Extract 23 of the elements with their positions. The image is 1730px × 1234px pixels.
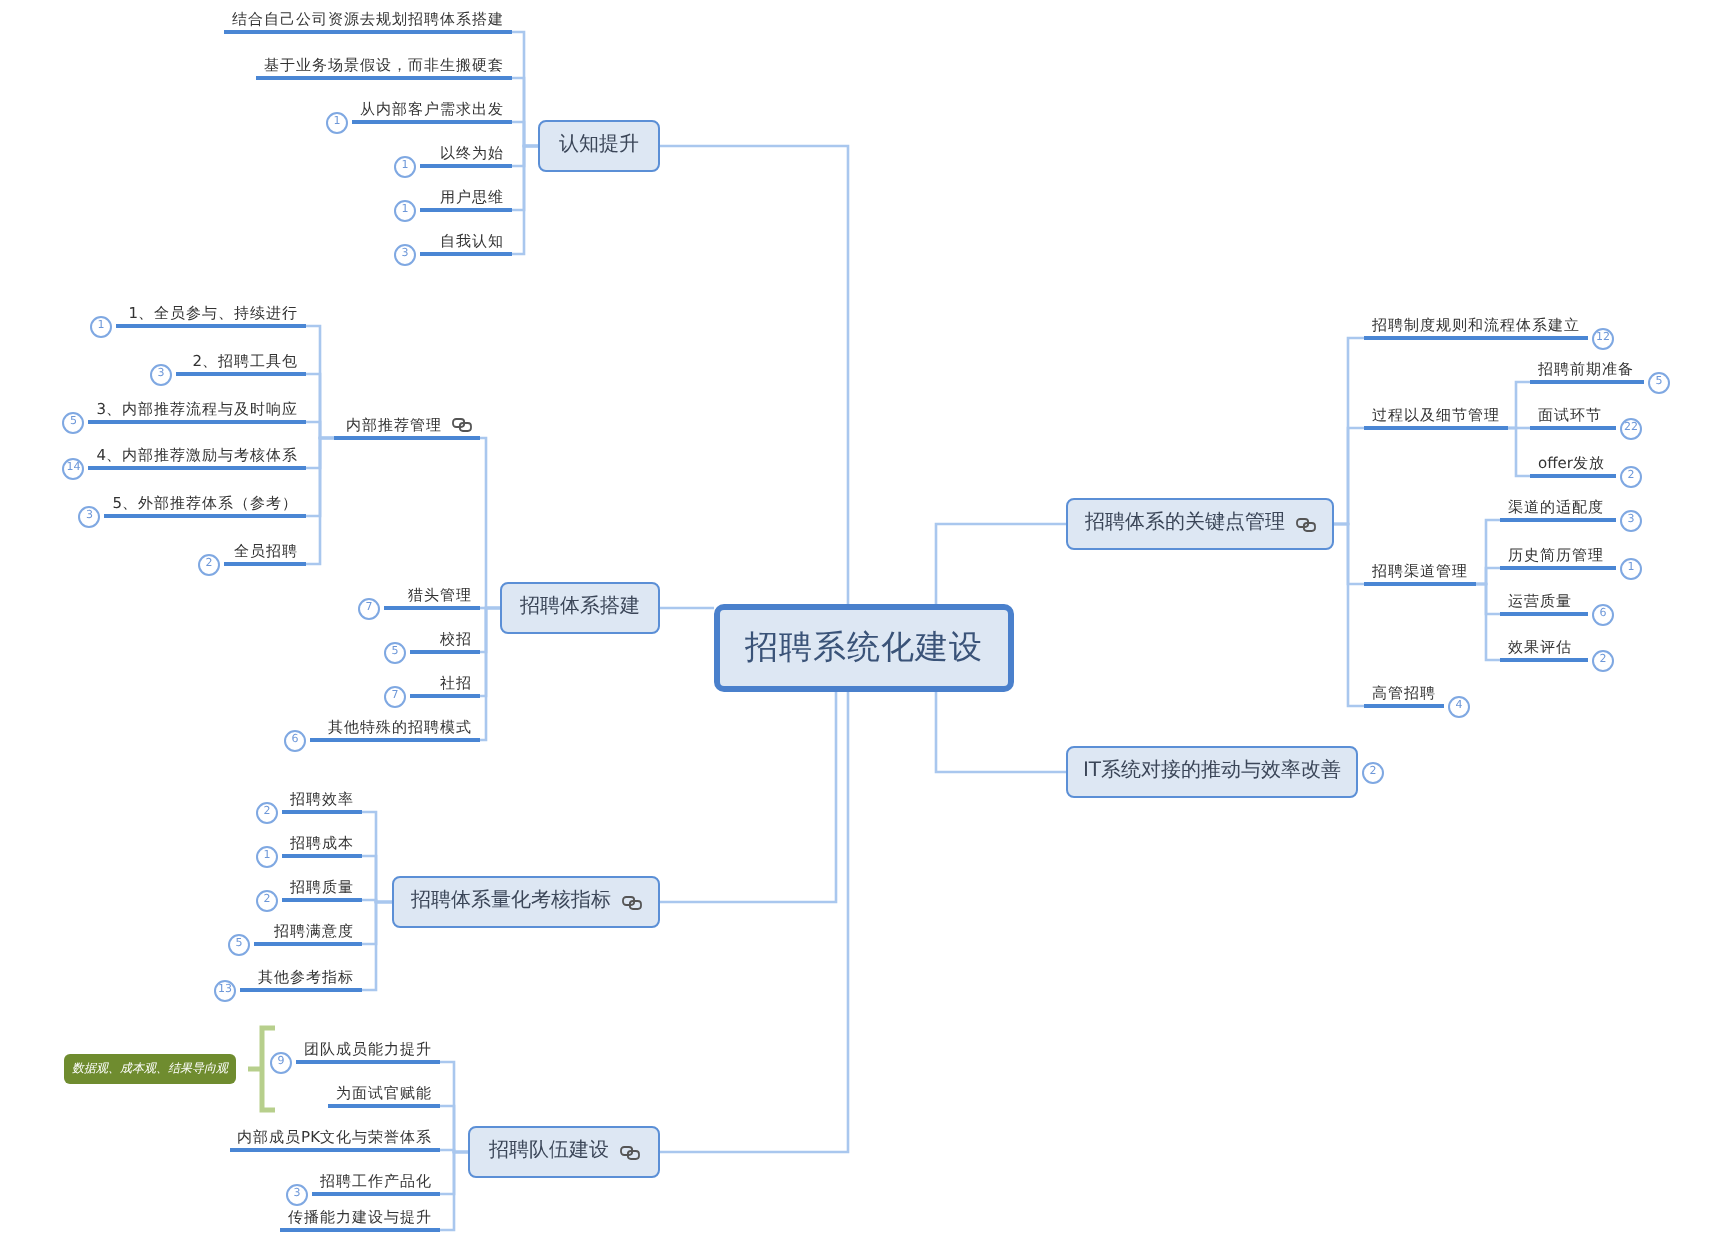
topic-box: 认知提升 (538, 120, 660, 172)
topic-box (1066, 498, 1334, 550)
connector-line (660, 692, 838, 904)
connector-line (660, 606, 714, 610)
topic-text: 招聘体系量化考核指标 (411, 892, 611, 912)
connector-line (660, 144, 850, 604)
connector-line (660, 692, 850, 1154)
topic-text: 招聘体系的关键点管理 (1085, 514, 1285, 534)
underlined-topic (334, 416, 480, 440)
central-topic-box: 招聘系统化建设 (714, 604, 1014, 692)
connector-line (1476, 582, 1500, 662)
connector-line (362, 900, 392, 992)
connector-line (1508, 426, 1530, 478)
topic-text: 招聘队伍建设 (489, 1142, 609, 1162)
topic-box (392, 876, 660, 928)
connector-line (934, 692, 1066, 774)
topic-box (468, 1126, 660, 1178)
connector-line (480, 606, 500, 742)
connector-line (934, 522, 1066, 604)
topic-box: 招聘体系搭建 (500, 582, 660, 634)
connector-line (1334, 522, 1364, 708)
topic-box: IT系统对接的推动与效率改善 (1066, 746, 1358, 798)
connector-line (440, 1150, 468, 1232)
